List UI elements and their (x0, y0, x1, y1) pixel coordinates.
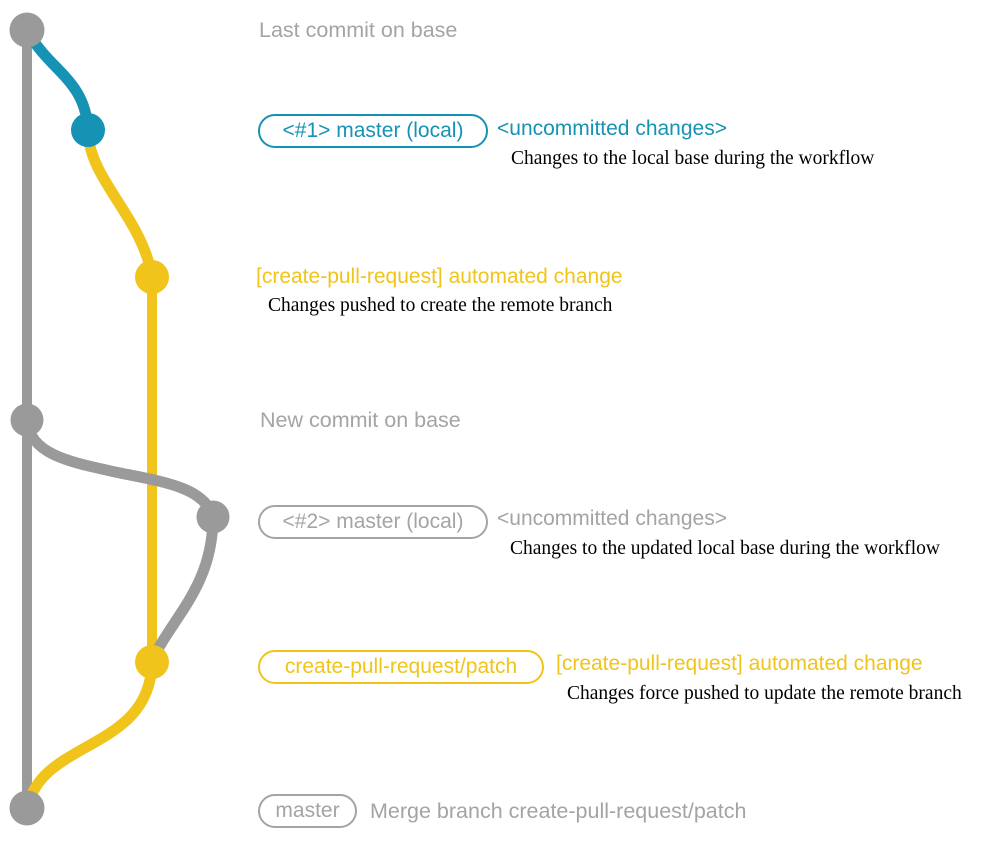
commit-node-master-local-2 (196, 500, 230, 534)
local-master-branch-curve (23, 28, 94, 134)
description-local-base-changes-2: Changes to the updated local base during… (510, 538, 940, 559)
badge-master: master (258, 794, 357, 828)
label-last-commit-on-base: Last commit on base (259, 18, 458, 42)
patch-branch-curve-top (82, 126, 158, 281)
note-uncommitted-changes-1: <uncommitted changes> (497, 117, 727, 140)
commit-node-automated-change-2 (135, 645, 169, 679)
patch-branch-curve-bottom (22, 658, 158, 812)
note-automated-change-2: [create-pull-request] automated change (556, 652, 923, 675)
description-force-pushed-update-branch: Changes force pushed to update the remot… (567, 683, 962, 704)
description-local-base-changes-1: Changes to the local base during the wor… (511, 148, 875, 169)
commit-node-merge (9, 790, 45, 826)
badge-master-local-2: <#2> master (local) (258, 505, 488, 539)
badge-create-pull-request-patch: create-pull-request/patch (258, 650, 544, 684)
label-merge-branch: Merge branch create-pull-request/patch (370, 799, 747, 823)
label-new-commit-on-base: New commit on base (260, 408, 461, 432)
note-uncommitted-changes-2: <uncommitted changes> (497, 507, 727, 530)
base-branch-curve-to-local-2 (21, 414, 219, 523)
note-automated-change-1: [create-pull-request] automated change (256, 265, 623, 288)
commit-node-new-base (10, 403, 44, 437)
badge-master-local-1: <#1> master (local) (258, 114, 488, 148)
commit-node-last-base (9, 12, 45, 48)
commit-node-automated-change-1 (135, 260, 169, 294)
commit-node-master-local-1 (71, 113, 105, 147)
git-graph (9, 12, 230, 826)
local-2-curve-to-patch (147, 513, 219, 664)
description-pushed-create-branch: Changes pushed to create the remote bran… (268, 295, 613, 316)
